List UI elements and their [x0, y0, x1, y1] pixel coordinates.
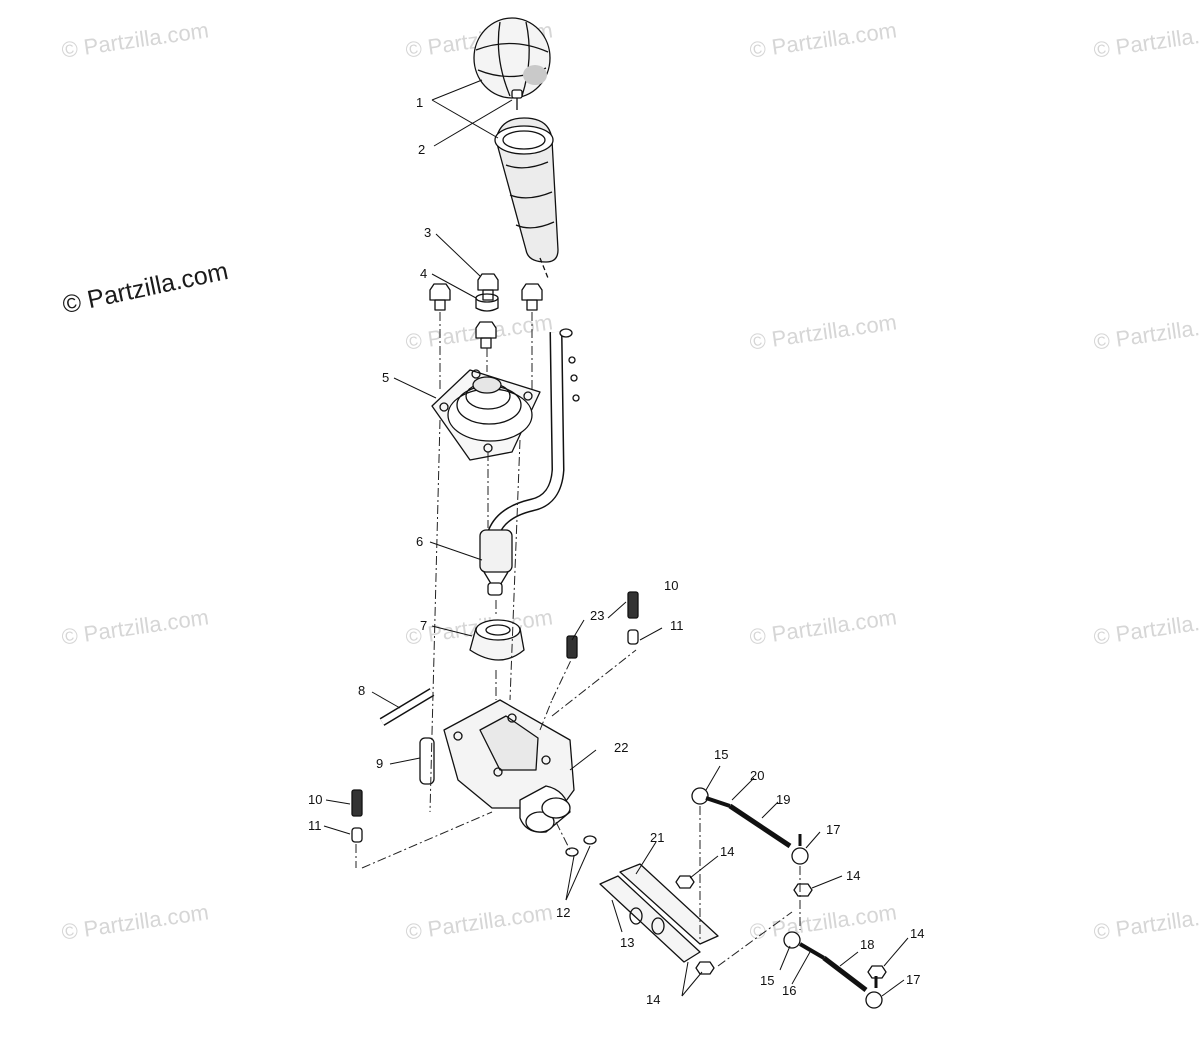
dowel-right	[627, 629, 639, 645]
callout-1: 1	[416, 95, 424, 110]
callout-6: 6	[416, 534, 424, 549]
callout-23: 23	[590, 608, 605, 623]
shifter-housing	[443, 699, 575, 833]
callout-10: 10	[664, 578, 679, 593]
shift-rails	[599, 863, 719, 963]
lower-tie-rod	[783, 931, 883, 1009]
callout-2: 2	[418, 142, 426, 157]
washer	[583, 835, 597, 845]
leader-lines	[323, 79, 909, 997]
callout-20: 20	[750, 768, 765, 783]
nut	[675, 875, 695, 889]
callout-12: 12	[556, 905, 571, 920]
callout-14: 14	[846, 868, 861, 883]
callout-13: 13	[620, 935, 635, 950]
callout-4: 4	[420, 266, 428, 281]
callout-14: 14	[720, 844, 735, 859]
bushing	[475, 293, 499, 303]
callout-9: 9	[376, 756, 384, 771]
knob-screw	[511, 89, 523, 110]
stud-right	[627, 591, 639, 619]
upper-tie-rod	[691, 787, 809, 865]
bushing-body	[475, 298, 499, 312]
dowel-left	[351, 827, 363, 843]
stud-left	[351, 789, 363, 817]
callout-15: 15	[714, 747, 729, 762]
callout-17: 17	[906, 972, 921, 987]
callout-15: 15	[760, 973, 775, 988]
bolt-group	[429, 273, 543, 349]
callout-18: 18	[860, 937, 875, 952]
callout-16: 16	[782, 983, 797, 998]
assembly-lines	[355, 312, 801, 967]
callout-7: 7	[420, 618, 428, 633]
callout-3: 3	[424, 225, 432, 240]
shifter-boot	[494, 117, 559, 279]
shift-knob	[473, 17, 551, 99]
callout-11: 11	[670, 618, 684, 633]
nut	[695, 961, 715, 975]
callout-5: 5	[382, 370, 390, 385]
boot-plate	[431, 369, 541, 461]
callout-22: 22	[614, 740, 629, 755]
sleeve	[419, 737, 435, 785]
callout-19: 19	[776, 792, 791, 807]
callout-17: 17	[826, 822, 841, 837]
nut	[793, 883, 813, 897]
callout-14: 14	[910, 926, 925, 941]
callout-21: 21	[650, 830, 665, 845]
callout-11: 11	[308, 818, 322, 833]
callout-10: 10	[308, 792, 323, 807]
callout-8: 8	[358, 683, 366, 698]
washer	[565, 847, 579, 857]
nut	[867, 965, 887, 979]
callout-14: 14	[646, 992, 661, 1007]
shift-lever	[479, 328, 580, 596]
shift-collar	[469, 619, 525, 661]
